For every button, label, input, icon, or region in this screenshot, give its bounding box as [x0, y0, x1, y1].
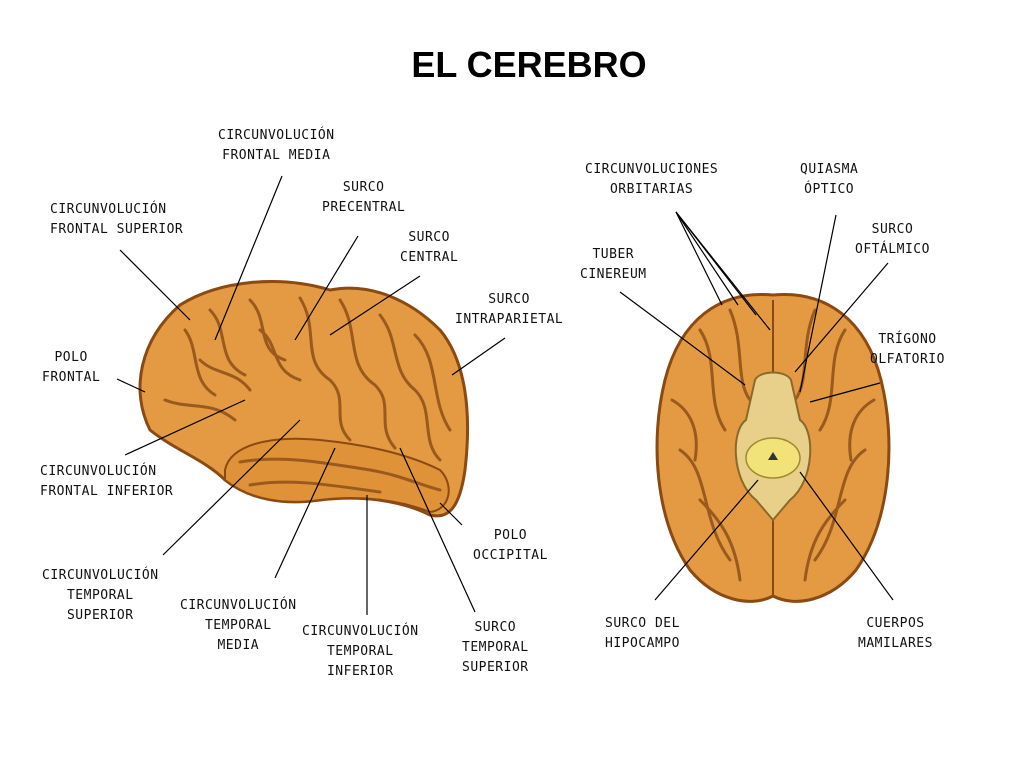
label-trigono-olfatorio: TRÍGONO OLFATORIO	[870, 332, 945, 367]
page-title: EL CEREBRO	[411, 44, 647, 85]
label-cuerpos-mamilares: CUERPOS MAMILARES	[858, 616, 933, 651]
inferior-gyri	[670, 308, 876, 582]
leader-lines	[116, 175, 894, 615]
label-temporal-media: CIRCUNVOLUCIÓN TEMPORAL MEDIA	[180, 598, 297, 653]
label-surco-precentral: SURCO PRECENTRAL	[322, 180, 406, 215]
lateral-brain-view	[138, 280, 470, 518]
label-quiasma-optico: QUIASMA ÓPTICO	[800, 162, 859, 197]
label-temporal-superior: CIRCUNVOLUCIÓN TEMPORAL SUPERIOR	[42, 568, 159, 623]
label-surco-central: SURCO CENTRAL	[400, 230, 459, 265]
label-surco-hipocampo: SURCO DEL HIPOCAMPO	[605, 616, 680, 651]
label-circ-orbitarias: CIRCUNVOLUCIONES ORBITARIAS	[585, 162, 719, 197]
label-polo-frontal: POLO FRONTAL	[42, 350, 101, 385]
label-frontal-inferior: CIRCUNVOLUCIÓN FRONTAL INFERIOR	[40, 464, 174, 499]
label-frontal-media: CIRCUNVOLUCIÓN FRONTAL MEDIA	[218, 128, 335, 163]
label-frontal-superior: CIRCUNVOLUCIÓN FRONTAL SUPERIOR	[50, 202, 184, 237]
inferior-brain-view	[655, 292, 891, 603]
temporal-lobe-shape	[224, 437, 450, 514]
label-surco-temporal-superior: SURCO TEMPORAL SUPERIOR	[462, 620, 529, 675]
label-surco-intraparietal: SURCO INTRAPARIETAL	[455, 292, 564, 327]
label-surco-oftalmico: SURCO OFTÁLMICO	[855, 222, 930, 257]
label-polo-occipital: POLO OCCIPITAL	[473, 528, 548, 563]
lateral-gyri	[163, 296, 452, 494]
label-tuber-cinereum: TUBER CINEREUM	[580, 247, 647, 282]
label-temporal-inferior: CIRCUNVOLUCIÓN TEMPORAL INFERIOR	[302, 624, 419, 679]
